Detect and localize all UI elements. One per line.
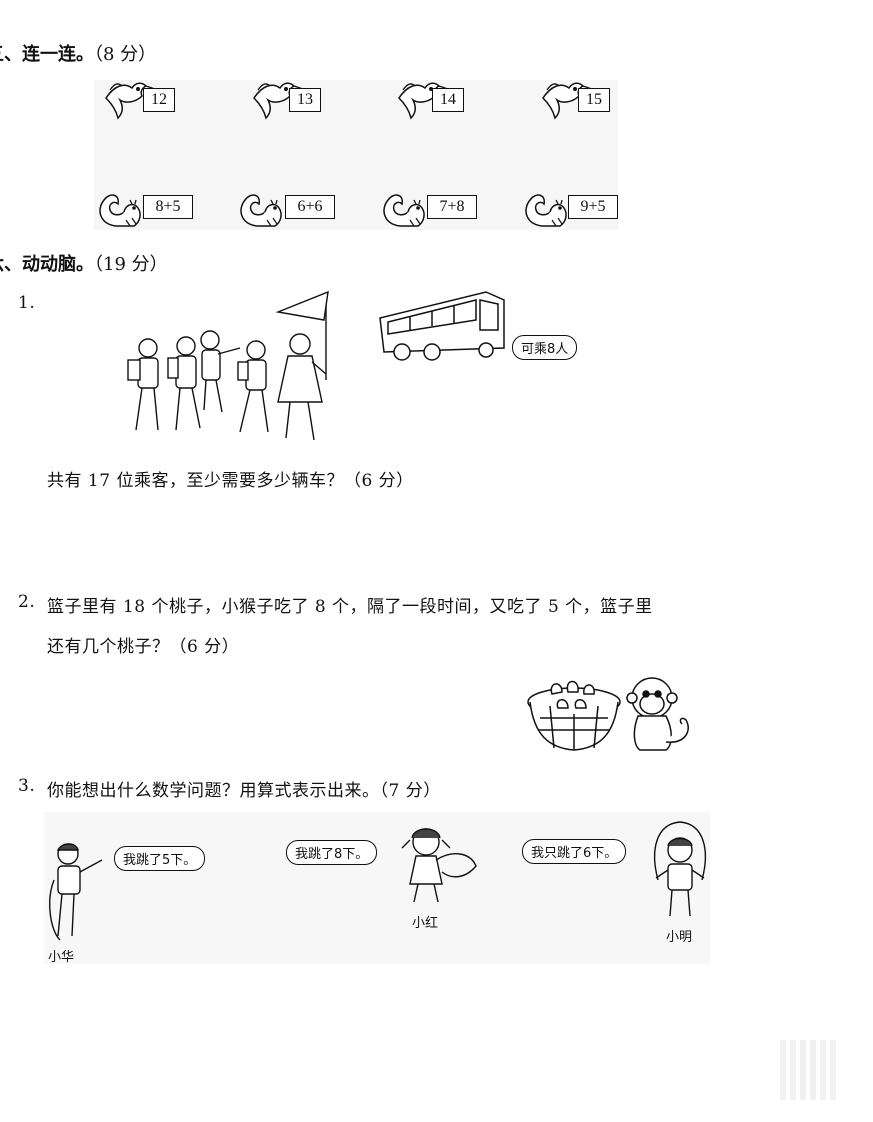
scan-artifact [780,1040,840,1100]
section6-score: （19 分） [94,254,168,275]
xiaoming-name: 小明 [666,930,693,945]
section6-heading: 六、动动脑。（19 分） [0,250,168,276]
peach-basket-monkey-illustration [527,677,689,751]
number-box: 14 [432,88,464,112]
section5-score: （8 分） [94,44,157,65]
squirrel-icon [383,194,425,227]
xiaohua-illustration [49,843,103,941]
number-box: 15 [578,88,610,112]
bus-capacity-bubble: 可乘8人 [512,335,578,360]
expression-box: 6+6 [285,195,335,219]
number-box: 12 [143,88,175,112]
bird-defs [0,0,1,1]
section5-heading: 五、连一连。（8 分） [0,40,156,66]
section5-title: 五、连一连。 [0,44,94,65]
children-walking-illustration [127,290,329,441]
squirrel-icon [99,194,141,227]
expression-box: 8+5 [143,195,193,219]
number-box: 13 [289,88,321,112]
squirrel-icon [525,194,567,227]
xiaohong-name: 小红 [412,916,439,931]
squirrel-icon [240,194,282,227]
bus-illustration [379,291,505,361]
q2-number: 2. [18,592,36,612]
xiaohua-bubble: 我跳了5下。 [114,846,206,871]
jump-rope-panel [44,812,710,964]
section6-title: 六、动动脑。 [0,254,94,275]
q3-question: 你能想出什么数学问题？用算式表示出来。（7 分） [47,781,441,801]
xiaohong-illustration [401,828,477,903]
q1-question: 共有 17 位乘客，至少需要多少辆车？（6 分） [47,471,414,491]
q2-line1: 篮子里有 18 个桃子，小猴子吃了 8 个，隔了一段时间，又吃了 5 个，篮子里 [47,597,653,617]
xiaoming-bubble: 我只跳了6下。 [522,839,627,864]
xiaohong-bubble: 我跳了8下。 [286,840,378,865]
xiaohua-name: 小华 [48,950,75,965]
q3-number: 3. [18,776,36,796]
expression-box: 9+5 [568,195,618,219]
xiaoming-illustration [653,821,707,917]
q1-number: 1. [18,293,36,313]
expression-box: 7+8 [427,195,477,219]
q2-line2: 还有几个桃子？（6 分） [47,637,240,657]
